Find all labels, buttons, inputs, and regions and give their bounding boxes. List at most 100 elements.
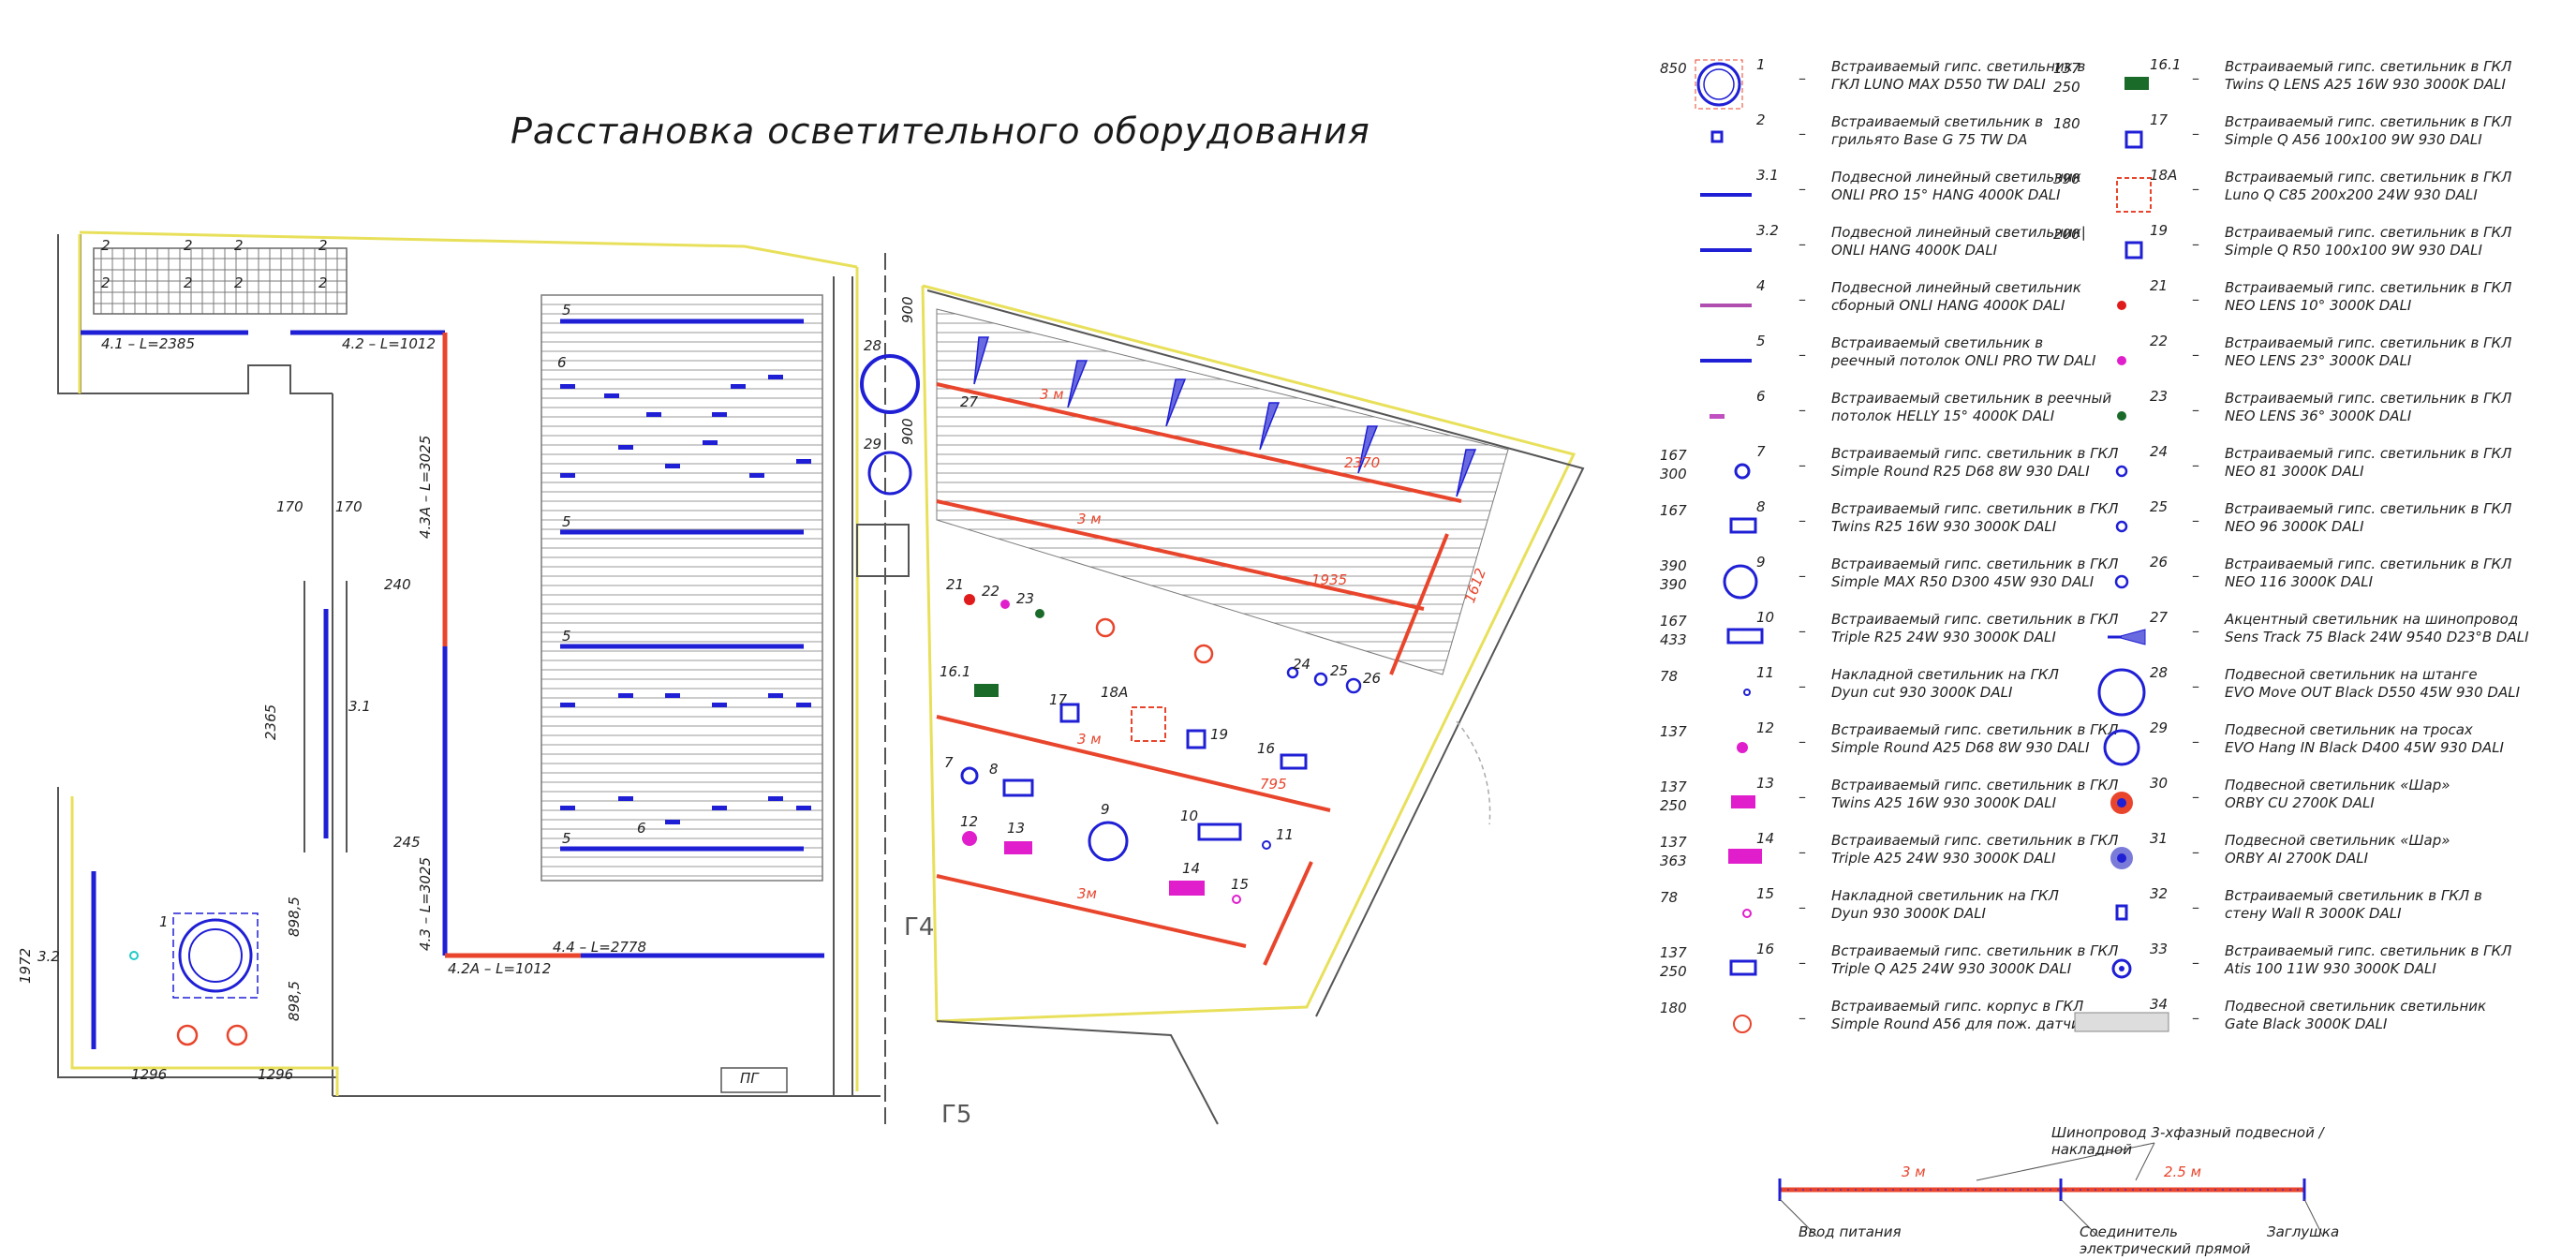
legend-description-line: грильято Base G 75 TW DA: [1831, 131, 2028, 148]
mark-22: 22: [982, 583, 1000, 600]
evo-move-28: [860, 354, 920, 414]
left-room-yellow: [70, 230, 859, 1096]
fixture-symbol-icon: [1658, 941, 1799, 1001]
legend-description-line: Встраиваемый гипс. светильник в ГКЛ: [2225, 113, 2512, 130]
mark-5c: 5: [562, 628, 571, 645]
fixture-symbol-icon: [1658, 885, 1799, 945]
legend-description-line: Twins Q LENS A25 16W 930 3000K DALI: [2225, 76, 2506, 93]
legend-description-line: Triple Q A25 24W 930 3000K DALI: [1831, 960, 2072, 977]
busbar-connector: Соединитель: [2080, 1223, 2178, 1240]
legend-description-line: Встраиваемый гипс. светильник в ГКЛ: [1831, 777, 2119, 793]
fixture-symbol-icon: [2051, 609, 2192, 669]
legend-description: Подвесной светильник «Шар»ORBY AI 2700K …: [2225, 832, 2571, 867]
fixture-symbol-icon: [2051, 664, 2192, 724]
legend-description-line: Накладной светильник на ГКЛ: [1831, 666, 2059, 683]
mark-19: 19: [1210, 726, 1229, 743]
mark-10: 10: [1180, 808, 1199, 824]
fixture-symbol-icon: [1658, 333, 1799, 393]
legend-dimension: 390: [2053, 170, 2080, 187]
legend-number: 33: [2150, 941, 2169, 957]
mark-12: 12: [960, 813, 979, 830]
mark-2b: 2: [184, 237, 193, 254]
legend-dimension: 250: [1660, 797, 1687, 814]
legend-description-line: Luno Q C85 200x200 24W 930 DALI: [2225, 186, 2478, 203]
mark-1: 1: [159, 913, 169, 930]
legend-description-line: Twins A25 16W 930 3000K DALI: [1831, 794, 2057, 811]
dim-898-b: 898,5: [286, 981, 303, 1021]
legend-description-line: Встраиваемый гипс. корпус в ГКЛ: [1831, 998, 2084, 1015]
legend-description-line: Встраиваемый светильник в ГКЛ в: [2225, 887, 2482, 904]
legend-description-line: Simple Round R25 D68 8W 930 DALI: [1831, 463, 2090, 480]
legend-description-line: Simple Round A25 D68 8W 930 DALI: [1831, 739, 2090, 756]
legend-description-line: Dyun 930 3000K DALI: [1831, 905, 1986, 922]
legend-dimension: 200: [2053, 226, 2080, 243]
legend-description-line: потолок HELLY 15° 4000K DALI: [1831, 408, 2055, 424]
legend-description-line: NEO 81 3000K DALI: [2225, 463, 2364, 480]
drawing-sheet: Расстановка осветительного оборудования: [17, 56, 2529, 1257]
legend-description-line: Atis 100 11W 930 3000K DALI: [2225, 960, 2436, 977]
legend-description-line: Подвесной линейный светильник: [1831, 279, 2081, 296]
legend-row: 31–Подвесной светильник «Шар»ORBY AI 270…: [2051, 830, 2576, 890]
fixture-symbol-icon: [1658, 443, 1799, 503]
legend-description-line: Twins R25 16W 930 3000K DALI: [1831, 518, 2057, 535]
slatted-ceiling: [540, 294, 823, 882]
fixture-symbol-icon: [2051, 443, 2192, 503]
legend-dimension: 250: [1660, 963, 1687, 980]
legend-description-line: Simple MAX R50 D300 45W 930 DALI: [1831, 573, 2095, 590]
legend-description-line: ORBY CU 2700K DALI: [2225, 794, 2375, 811]
mark-7: 7: [944, 754, 954, 771]
legend-description-line: Встраиваемый гипс. светильник в ГКЛ: [1831, 556, 2119, 572]
legend-description-line: Встраиваемый гипс. светильник в ГКЛ: [1831, 721, 2119, 738]
legend-number: 29: [2150, 719, 2169, 736]
label-4-4: 4.4 – L=2778: [553, 939, 646, 956]
legend-description-line: Triple A25 24W 930 3000K DALI: [1831, 850, 2056, 867]
left-room-walls: [57, 234, 881, 1097]
legend-number: 4: [1756, 277, 1766, 294]
legend-description-line: Встраиваемый гипс. светильник в ГКЛ: [2225, 500, 2512, 517]
legend-number: 23: [2150, 388, 2169, 405]
accent-fixtures-27: [973, 336, 1477, 497]
legend-number: 14: [1756, 830, 1775, 847]
label-4-3: 4.3 – L=3025: [417, 857, 434, 951]
helly-fixtures: [560, 375, 811, 824]
fixture-symbol-icon: [1658, 719, 1799, 779]
fixture-symbol-icon: [1658, 498, 1799, 558]
dim-900-a: 900: [899, 296, 916, 323]
legend-dash: –: [2192, 401, 2199, 419]
legend-number: 32: [2150, 885, 2169, 902]
legend-description-line: Подвесной светильник «Шар»: [2225, 777, 2450, 793]
legend-number: 27: [2150, 609, 2169, 626]
legend-description-line: Встраиваемый светильник в: [1831, 113, 2044, 130]
fixture-symbol-icon: [1658, 554, 1799, 614]
legend-number: 13: [1756, 775, 1775, 792]
legend-description-line: Встраиваемый гипс. светильник в ГКЛ: [2225, 942, 2512, 959]
legend-number: 25: [2150, 498, 2169, 515]
legend-number: 5: [1756, 333, 1766, 349]
legend-description-line: Gate Black 3000K DALI: [2225, 1015, 2388, 1032]
legend-description-line: NEO LENS 23° 3000K DALI: [2225, 352, 2412, 369]
